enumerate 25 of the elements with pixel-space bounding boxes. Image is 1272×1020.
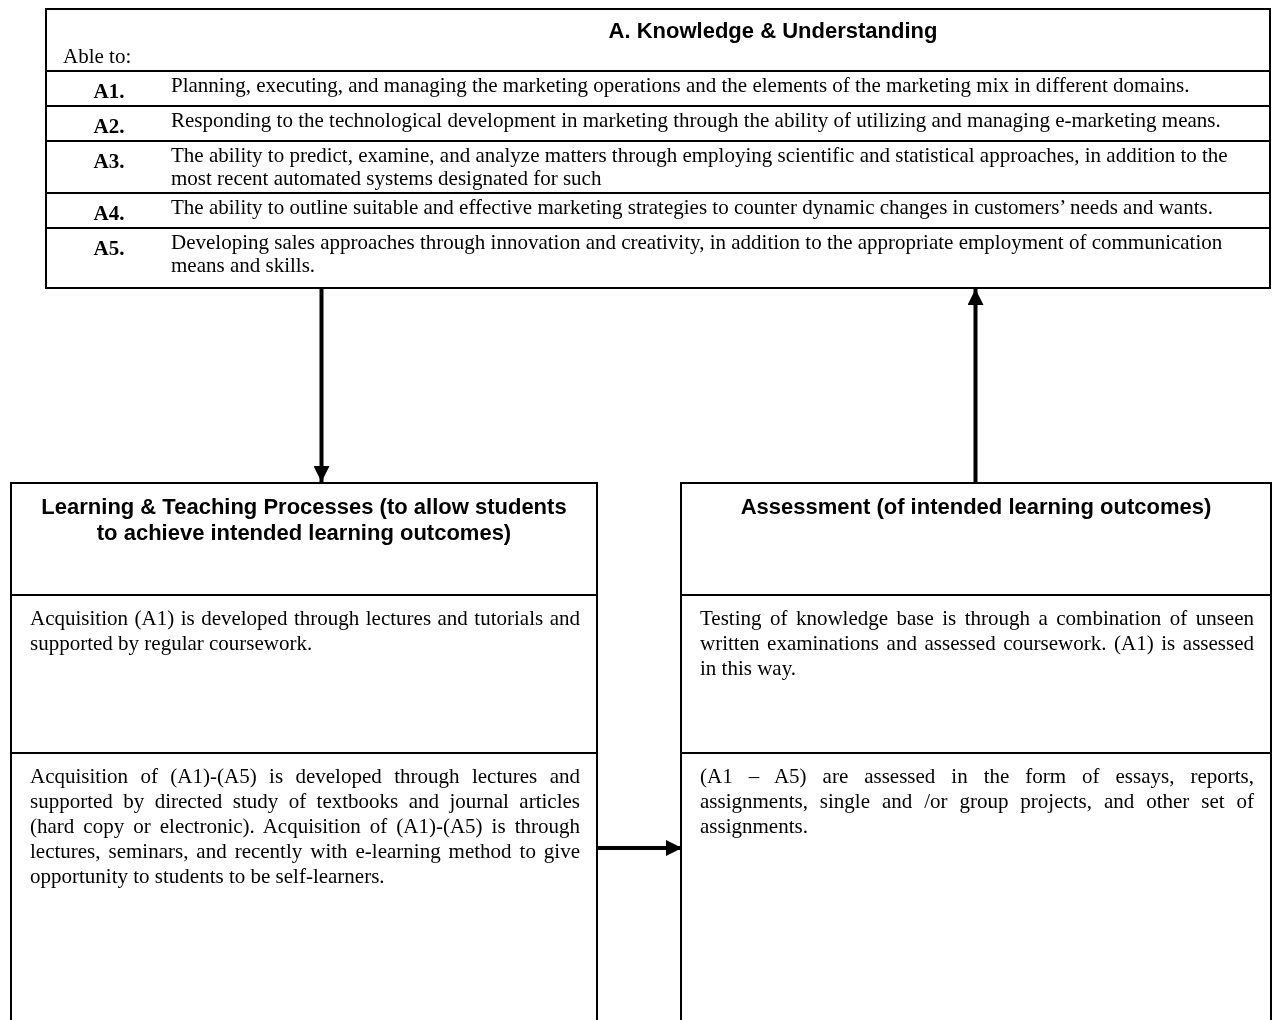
- cell-text: Testing of knowledge base is through a combination of unseen written examinations and assessed coursework. (A1) is assessed in this way.: [700, 606, 1254, 681]
- outcome-text: The ability to predict, examine, and analyze matters through employing scientific and statistical approaches, in addition to the most recent automated systems designated for such: [171, 144, 1229, 190]
- outcome-text: Responding to the technological development in marketing through the ability of utilizing and managing e-marketing means.: [171, 109, 1222, 134]
- arrow: [596, 840, 682, 856]
- panel: [10, 482, 598, 1020]
- outcome-code: A1.: [92, 78, 126, 103]
- panel: [680, 482, 1272, 1020]
- outcome-code: A3.: [92, 148, 126, 175]
- panel-heading: Learning & Teaching Processes (to allow students to achieve intended learning outcomes): [40, 493, 568, 547]
- table-row: [47, 140, 1269, 192]
- panel-heading: Assessment (of intended learning outcomes): [739, 493, 1213, 521]
- cell-text: Acquisition of (A1)-(A5) is developed through lectures and supported by directed study of textbooks and journal articles (hard copy or electronic). Acquisition of (A1)-(A5) is through lectures, seminars, and recently with e-learning method to give opportunity to students to be self-learners.: [30, 764, 580, 889]
- outcomes-table: [45, 8, 1271, 289]
- outcome-text: Developing sales approaches through innovation and creativity, in addition to the appropriate employment of communication means and skills.: [171, 231, 1224, 277]
- arrow: [967, 289, 984, 482]
- table-heading: A. Knowledge & Understanding: [607, 17, 939, 44]
- outcome-text: The ability to outline suitable and effective marketing strategies to counter dynamic changes in customers’ needs and wants.: [171, 196, 1214, 221]
- outcome-code: A2.: [92, 113, 126, 138]
- intro-text: Able to:: [62, 44, 132, 70]
- cell-text: (A1 – A5) are assessed in the form of essays, reports, assignments, single and /or group projects, and other set of assignments.: [700, 764, 1254, 839]
- outcome-code: A5.: [92, 235, 126, 262]
- outcome-code: A4.: [92, 200, 126, 225]
- outcome-text: Planning, executing, and managing the marketing operations and the elements of the marketing mix in different domains.: [171, 74, 1191, 99]
- cell-text: Acquisition (A1) is developed through lectures and tutorials and supported by regular coursework.: [30, 606, 580, 656]
- arrow: [313, 289, 330, 482]
